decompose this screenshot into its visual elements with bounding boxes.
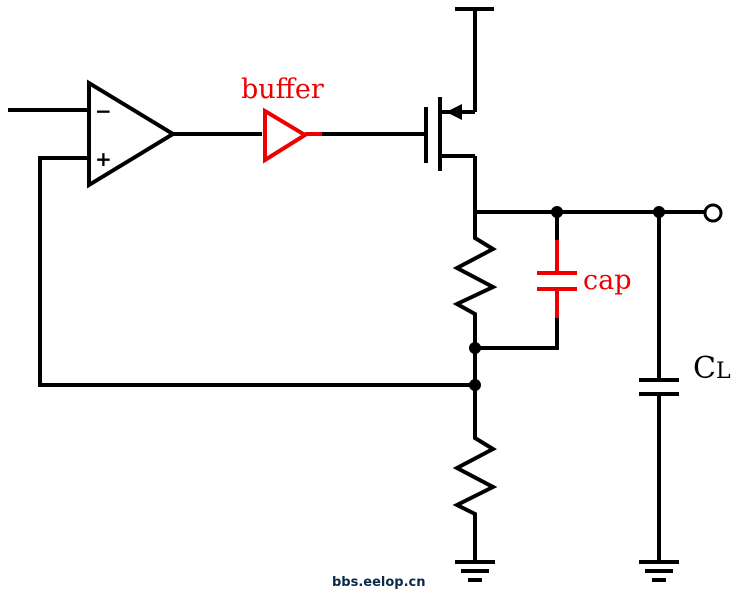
feedback-wire xyxy=(38,156,475,387)
output-terminal xyxy=(703,203,723,223)
opamp-minus-sign: − xyxy=(95,99,112,123)
cap-label: cap xyxy=(583,265,632,296)
compensation-capacitor: cap xyxy=(537,240,632,318)
cl-subscript: L xyxy=(716,359,731,384)
pmos-transistor xyxy=(424,97,475,171)
opamp: − + xyxy=(87,79,177,189)
watermark: bbs.eelop.cn xyxy=(332,575,426,590)
cl-main: C xyxy=(693,351,716,386)
resistor-top xyxy=(452,212,498,348)
cap-bottom-wire xyxy=(475,318,559,350)
buffer: buffer xyxy=(241,74,324,164)
ground-icon xyxy=(455,560,495,582)
buffer-label: buffer xyxy=(241,74,324,105)
resistor-bottom xyxy=(452,385,498,560)
transistor-arrow-icon xyxy=(446,104,462,120)
ground-icon xyxy=(639,560,679,582)
opamp-plus-sign: + xyxy=(95,147,112,171)
load-capacitor: CL xyxy=(639,212,731,560)
load-capacitor-label: CL xyxy=(693,351,731,386)
